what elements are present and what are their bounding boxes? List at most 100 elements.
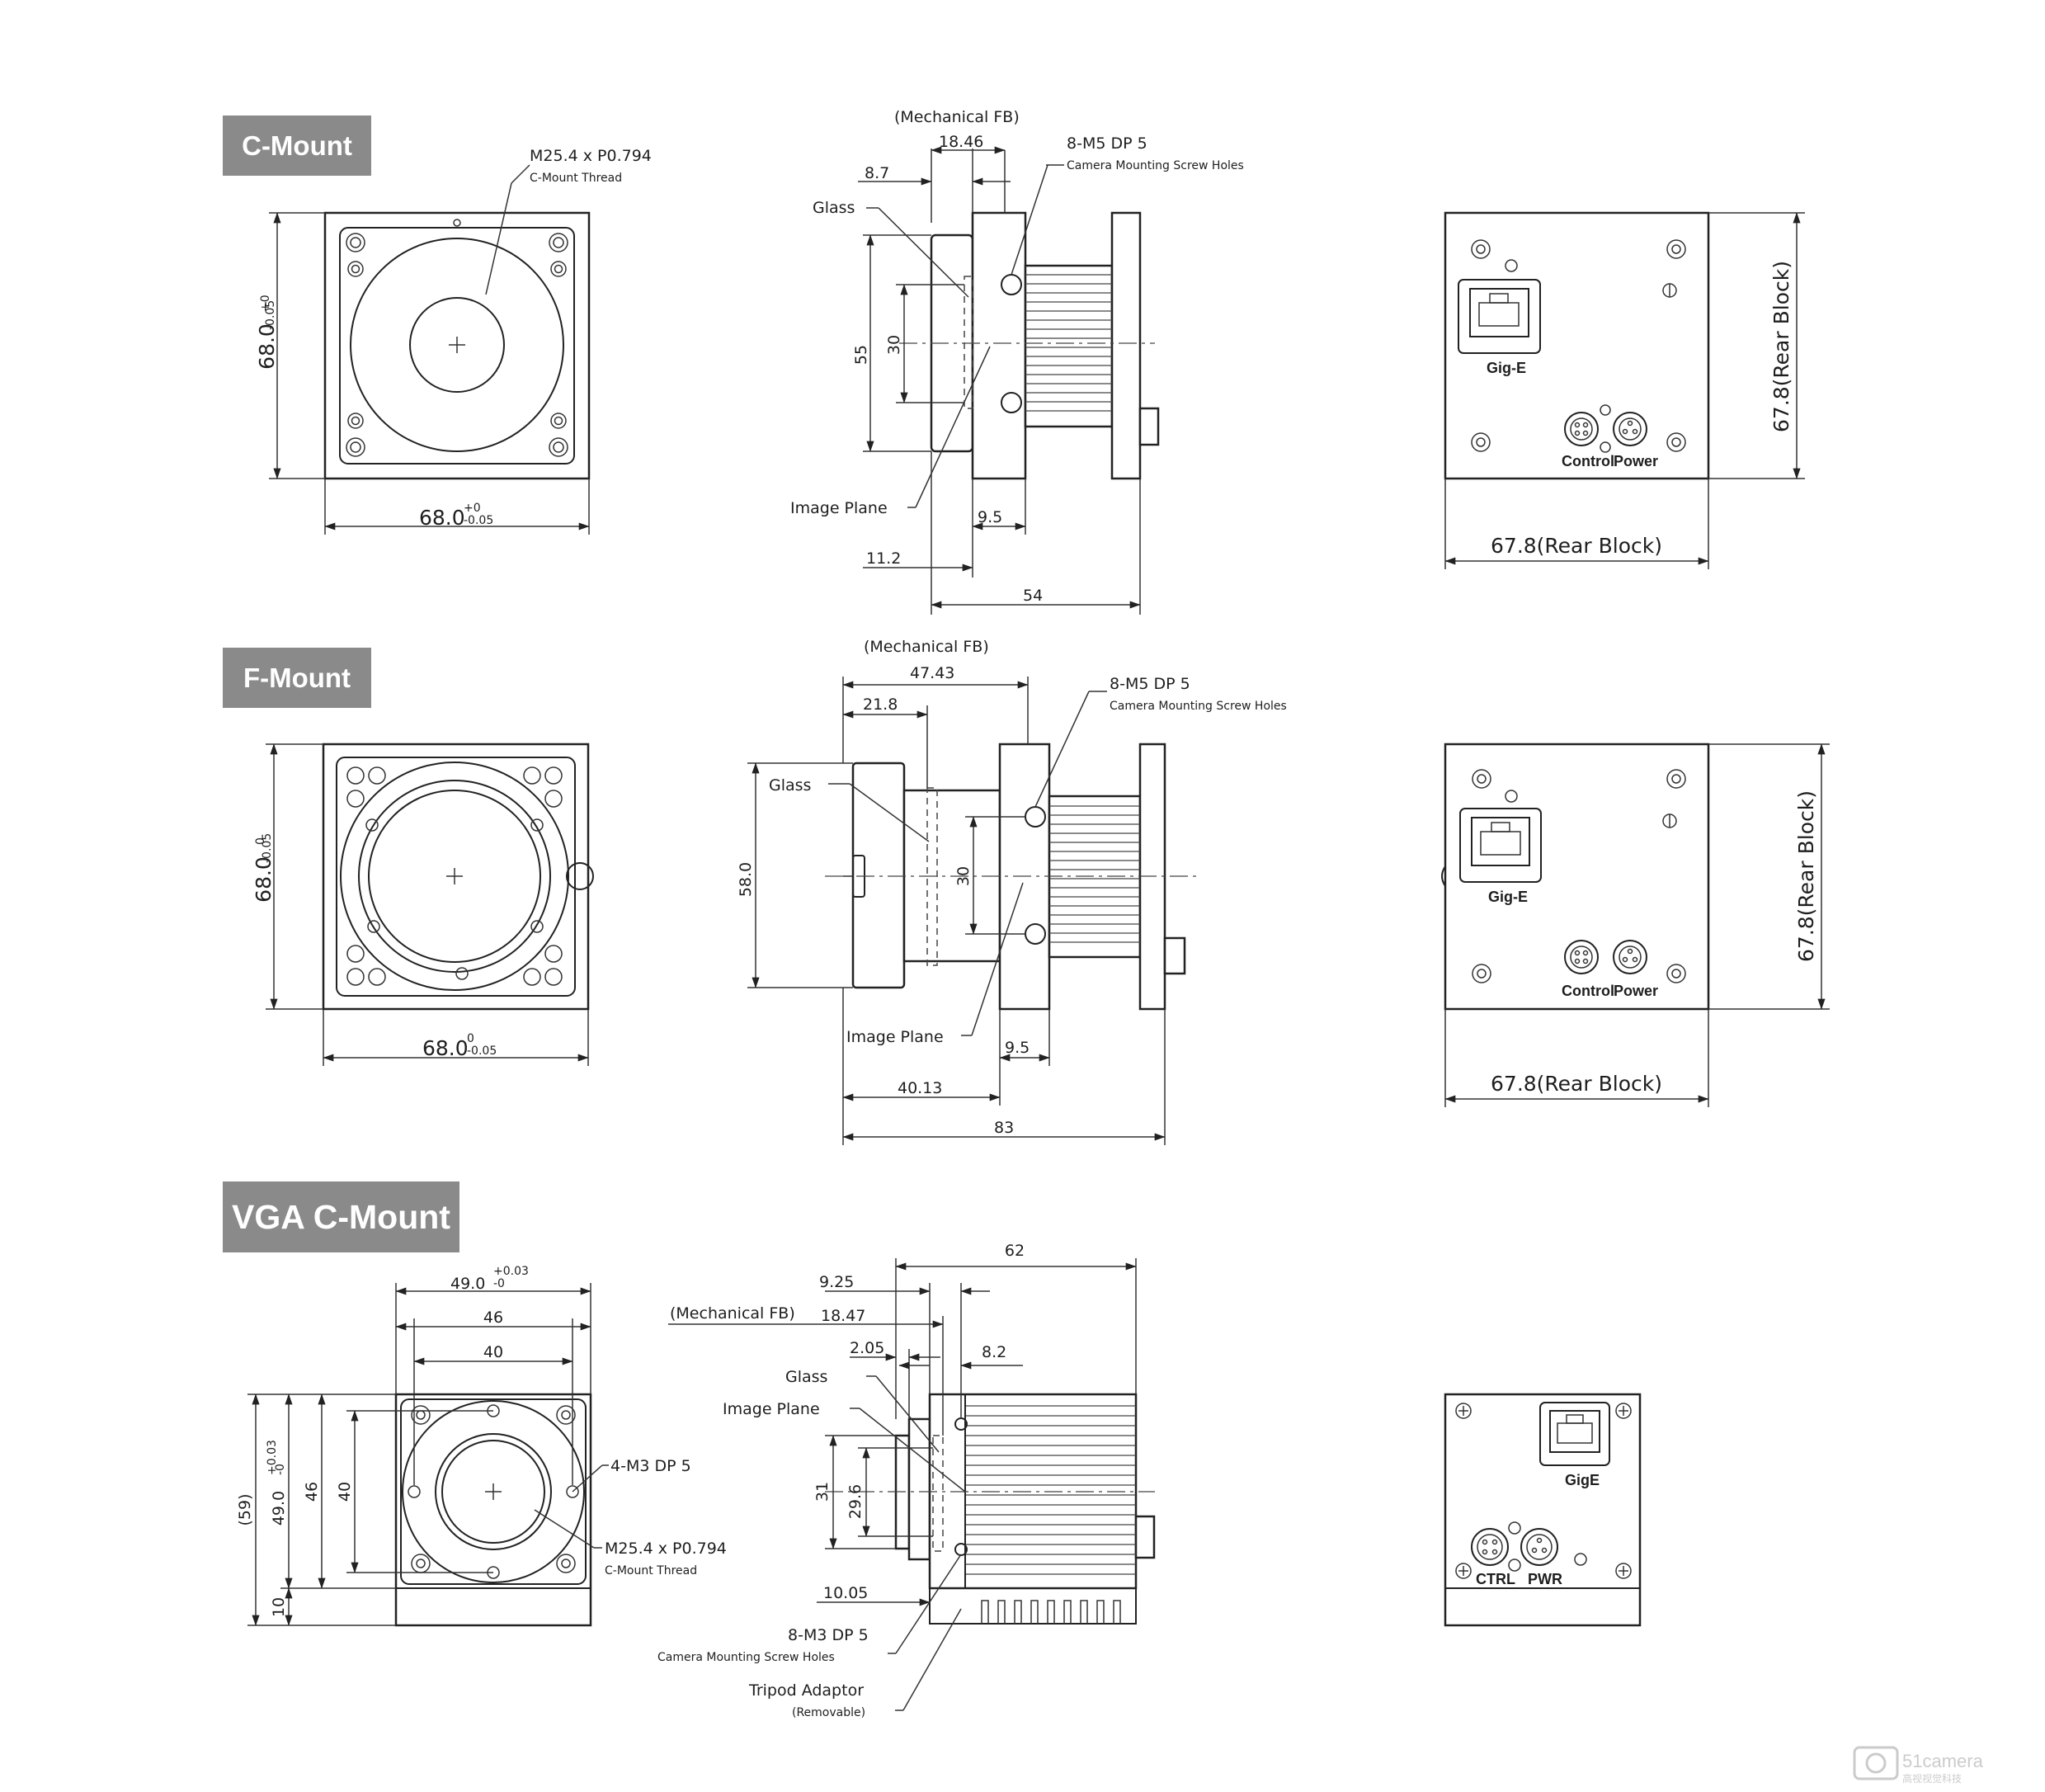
section-title: C-Mount [242,130,352,161]
dim-height-tol-minus: -0.05 [264,300,277,330]
dim-length: 54 [1023,587,1043,605]
dim-rear-height: 67.8(Rear Block) [1794,790,1818,962]
image-plane-label: Image Plane [723,1400,820,1418]
c-mount-rear-view: Gig-E Control Power 67.8(Rear Block) 67.… [1444,211,1805,569]
power-label: Power [1614,983,1658,999]
dim-width-49-tol-plus: +0.03 [493,1265,529,1278]
holes-label: 4-M3 DP 5 [610,1457,691,1475]
dim-height: 68.0 [255,323,279,370]
ethernet-port-icon [1458,279,1541,354]
glass-label: Glass [769,776,811,795]
dim-8-7: 8.7 [865,164,889,182]
dim-height-49: 49.0 [270,1491,288,1526]
c-mount-front-view: 68.0 +0 -0.05 68.0 +0 -0.05 M25.4 x P0.7… [255,147,652,535]
tripod-note: (Removable) [792,1706,865,1719]
screw-note: Camera Mounting Screw Holes [657,1651,835,1664]
pwr-label: PWR [1528,1571,1562,1587]
dim-height-49-tol-minus: -0 [274,1464,287,1475]
thread-label: M25.4 x P0.794 [530,147,652,165]
dim-30: 30 [954,866,973,886]
dim-length: 62 [1005,1242,1025,1260]
dim-diameter: 58.0 [737,862,755,897]
pwr-connector-icon [1520,1528,1558,1566]
dim-width-49-tol-minus: -0 [493,1277,505,1290]
dim-width-40: 40 [483,1343,503,1361]
ethernet-port-icon [1459,808,1542,883]
watermark-logo: 51camera 高视视觉科技 [1853,1746,1984,1785]
vga-rear-view: GigE CTRL PWR [1444,1393,1642,1627]
dim-width-tol-plus: +0 [464,502,481,515]
dim-9-5: 9.5 [1005,1039,1030,1057]
dim-fb: 47.43 [910,664,954,682]
dim-40-13: 40.13 [898,1079,942,1097]
control-label: Control [1562,453,1614,469]
dim-rear-width: 67.8(Rear Block) [1491,1072,1662,1096]
dim-height-46: 46 [303,1482,321,1502]
ctrl-connector-icon [1471,1528,1509,1566]
image-plane-label: Image Plane [790,499,888,517]
dim-length: 83 [994,1119,1014,1137]
dim-height: 68.0 [252,856,276,903]
f-mount-rear-view: Gig-E Control Power 67.8(Rear Block) 67.… [1441,743,1830,1107]
dim-height-40: 40 [336,1482,354,1502]
dim-11-2: 11.2 [866,549,901,568]
dim-width-46: 46 [483,1309,503,1327]
tripod-label: Tripod Adaptor [748,1681,864,1700]
power-connector-icon [1613,940,1647,974]
gige-label: Gig-E [1487,360,1526,376]
screw-hole-icon [346,219,568,457]
dim-width-tol-minus: -0.05 [464,514,493,527]
dim-diameter: 55 [852,345,870,365]
thread-note: C-Mount Thread [605,1564,697,1577]
section-badge-c-mount: C-Mount [223,116,371,176]
dim-fb: 18.47 [821,1307,865,1325]
screw-note: Camera Mounting Screw Holes [1067,159,1244,172]
vga-front-view: 49.0 +0.03 -0 46 40 (59) 49.0 +0.03 -0 4… [236,1265,727,1627]
image-plane-label: Image Plane [846,1028,944,1046]
dim-30: 30 [885,335,903,355]
dim-width-49: 49.0 [450,1275,485,1293]
glass-label: Glass [785,1368,827,1386]
dim-width-tol-plus: 0 [467,1032,474,1045]
thread-label: M25.4 x P0.794 [605,1540,727,1558]
vga-side-view: 31 29.6 62 9.25 (Mechanical FB) 18.47 2.… [657,1242,1156,1719]
dim-31: 31 [813,1482,832,1502]
watermark-subtext: 高视视觉科技 [1902,1772,1962,1785]
f-mount-front-view: 68.0 0 -0.05 68.0 0 -0.05 [252,743,594,1066]
tripod-adaptor [929,1587,1137,1625]
dim-rear-width: 67.8(Rear Block) [1491,534,1662,558]
section-title: VGA C-Mount [232,1197,450,1236]
section-badge-vga-c-mount: VGA C-Mount [223,1181,459,1252]
screw-note: Camera Mounting Screw Holes [1110,700,1287,713]
dim-21-8: 21.8 [863,696,898,714]
dim-width-tol-minus: -0.05 [467,1045,497,1058]
dim-diameter: 29.6 [846,1484,865,1519]
screw-label: 8-M3 DP 5 [788,1626,869,1644]
glass-label: Glass [813,199,855,217]
watermark-text: 51camera [1902,1751,1984,1771]
control-connector-icon [1564,412,1599,446]
dim-width: 68.0 [419,506,465,530]
gige-label: GigE [1565,1472,1600,1488]
f-mount-side-view: (Mechanical FB) 47.43 21.8 8-M5 DP 5 Cam… [737,638,1287,1145]
dim-height-59: (59) [236,1493,254,1526]
dim-rear-height: 67.8(Rear Block) [1769,261,1793,432]
power-label: Power [1614,453,1658,469]
c-mount-side-view: (Mechanical FB) 18.46 8.7 8-M5 DP 5 Came… [790,108,1244,615]
dim-height-tol-plus: +0 [259,295,272,312]
fb-label: (Mechanical FB) [864,638,989,656]
thread-note: C-Mount Thread [530,172,622,185]
dim-height-tol-minus: -0.05 [261,833,274,863]
dim-height-10: 10 [270,1597,288,1617]
gige-label: Gig-E [1488,889,1528,905]
control-label: Control [1562,983,1614,999]
section-badge-f-mount: F-Mount [223,648,371,708]
dim-height-49-tol-plus: +0.03 [266,1440,279,1475]
power-connector-icon [1613,412,1647,446]
fb-label: (Mechanical FB) [894,108,1020,126]
dim-8-2: 8.2 [982,1343,1006,1361]
screw-label: 8-M5 DP 5 [1110,675,1190,693]
dim-fb: 18.46 [939,133,983,151]
dim-2-05: 2.05 [850,1339,884,1357]
